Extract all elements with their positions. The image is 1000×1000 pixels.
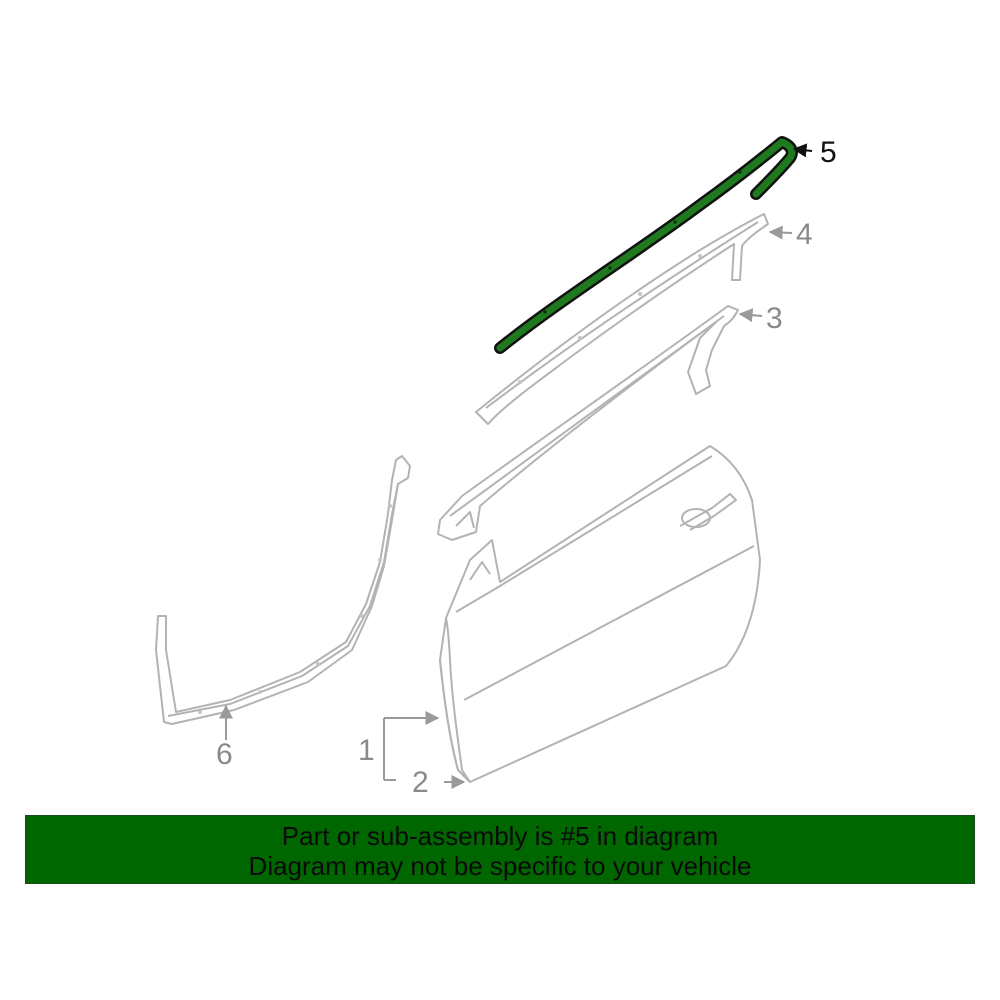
part-1-door-shell [439,445,761,783]
callout-3: 3 [766,302,783,335]
part-6-weatherstrip [155,455,411,725]
leader-lines [219,143,813,789]
part-3-weatherstrip [437,305,739,541]
exploded-parts-diagram: 5 4 3 6 1 2 [155,136,837,799]
callout-4: 4 [796,218,813,251]
info-banner: Part or sub-assembly is #5 in diagram Di… [25,815,975,884]
callout-5: 5 [820,136,837,169]
callout-2: 2 [412,766,429,799]
callout-labels: 5 4 3 6 1 2 [216,136,837,799]
callout-6: 6 [216,738,233,771]
banner-part-note: Part or sub-assembly is #5 in diagram [281,821,719,851]
part-4-trim [475,213,769,425]
banner-disclaimer: Diagram may not be specific to your vehi… [248,851,752,881]
callout-1: 1 [358,734,375,767]
part-5-molding[interactable] [494,136,798,354]
